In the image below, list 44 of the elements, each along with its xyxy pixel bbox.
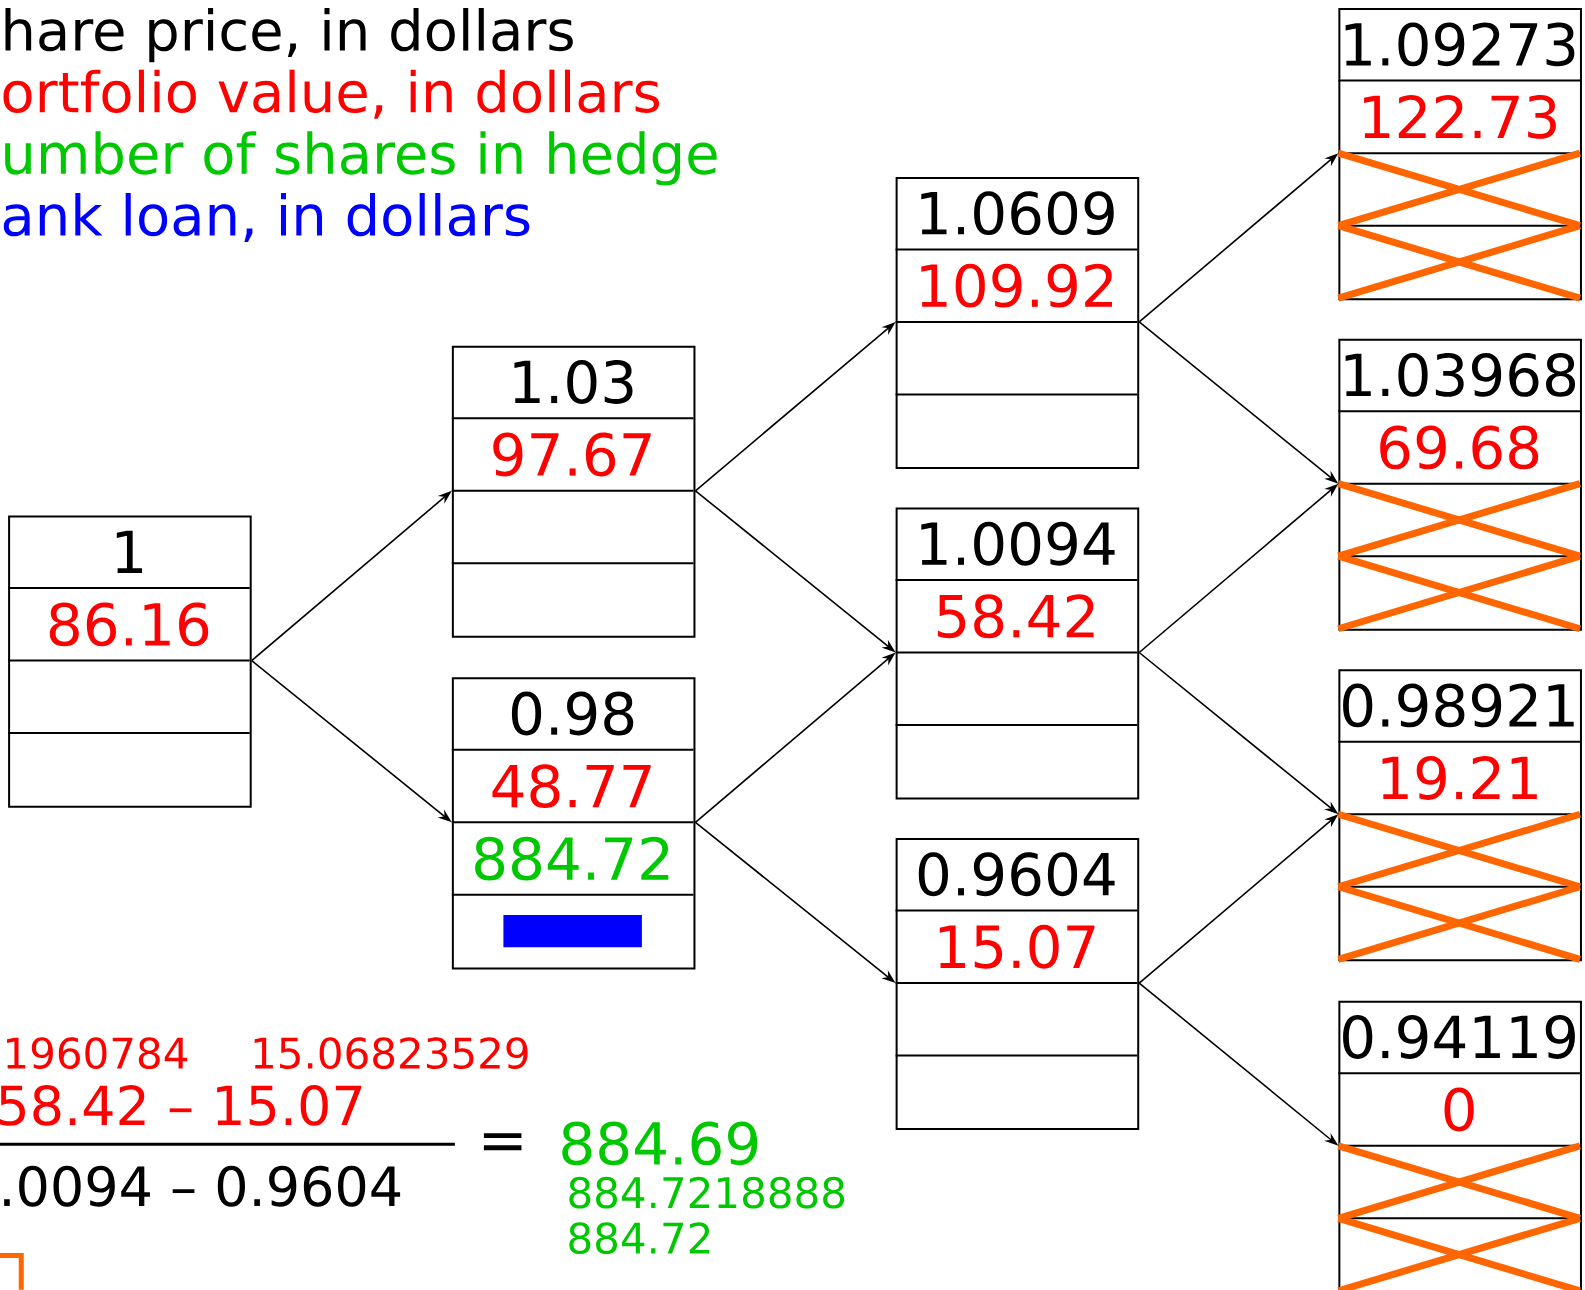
legend-text: umber of shares in hedge [5, 131, 717, 186]
value-table [894, 176, 1140, 469]
value-table [1337, 338, 1582, 631]
legend-text: ank loan, in dollars [3, 193, 530, 242]
cell-value: 1.09273 [1345, 22, 1575, 67]
cell-value: 1 [116, 530, 142, 573]
value-table [450, 345, 696, 638]
filled-bar [503, 914, 642, 948]
cell-value: 109.92 [921, 263, 1112, 308]
cell-value: 1.03968 [1345, 353, 1576, 397]
value-table [894, 507, 1140, 800]
value-table [7, 515, 252, 808]
value-table [1337, 8, 1582, 301]
cell-value: 69.68 [1380, 425, 1539, 470]
formula-text: 884.69 [562, 1121, 758, 1166]
cell-value: 0 [1444, 1087, 1474, 1132]
value-table [1337, 1000, 1582, 1290]
cell-value: 48.77 [492, 764, 651, 808]
cell-value: 1.0609 [921, 191, 1114, 236]
formula-text: 884.72 [569, 1222, 710, 1255]
value-table [1337, 669, 1582, 962]
formula-text: 15.06823529 [254, 1037, 528, 1070]
cell-value: 15.07 [939, 924, 1095, 969]
formula-text: 884.7218888 [569, 1176, 845, 1209]
cell-value: 0.9604 [918, 852, 1115, 897]
cell-value: 1.0094 [921, 521, 1115, 566]
value-table [894, 838, 1140, 1131]
legend-text: ortfolio value, in dollars [3, 69, 660, 119]
formula-text: = [483, 1133, 522, 1151]
cell-value: 1.03 [514, 360, 633, 404]
legend-text: hare price, in dollars [5, 8, 573, 63]
cell-value: 0.98921 [1343, 683, 1574, 728]
value-table [450, 677, 696, 970]
cell-value: 0.94119 [1343, 1015, 1575, 1059]
cell-value: 122.73 [1364, 94, 1556, 139]
formula-text: .0094 – 0.9604 [4, 1165, 401, 1207]
cell-value: 86.16 [49, 602, 209, 647]
cell-value: 58.42 [937, 594, 1094, 639]
formula-text: 1960784 [7, 1037, 188, 1070]
cell-value: 884.72 [475, 836, 669, 881]
cell-value: 19.21 [1382, 756, 1537, 800]
cell-value: 0.98 [511, 691, 634, 736]
formula-text: 58.42 – 15.07 [0, 1085, 362, 1126]
cell-value: 97.67 [493, 432, 651, 477]
